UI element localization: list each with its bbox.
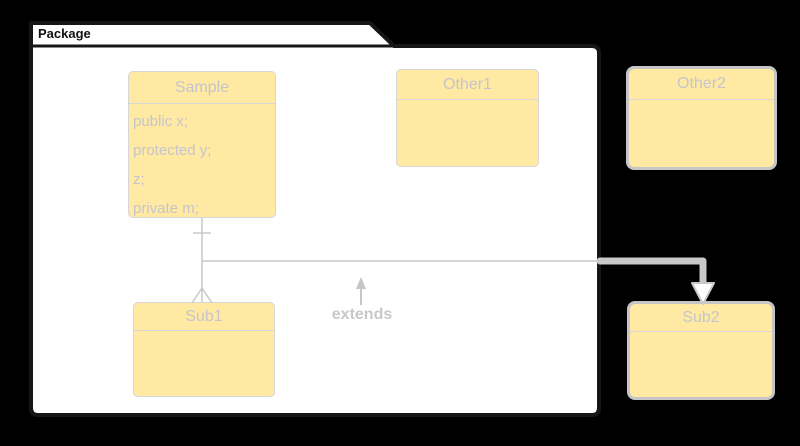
class-title-sub2: Sub2 xyxy=(630,304,772,332)
class-title-sub1: Sub1 xyxy=(134,303,274,331)
attribute-line: public x; xyxy=(133,113,189,130)
attribute-line: private m; xyxy=(133,200,199,217)
class-node-other1[interactable]: Other1 xyxy=(396,69,539,167)
edge-label-extends[interactable]: extends xyxy=(331,306,393,323)
attribute-line: z; xyxy=(133,171,145,188)
class-attributes-sample: public x; protected y; z; private m; xyxy=(129,104,275,217)
class-title-other2: Other2 xyxy=(629,69,774,100)
class-node-other2[interactable]: Other2 xyxy=(626,66,777,170)
attribute-line: protected y; xyxy=(133,142,212,159)
class-node-sample[interactable]: Sample public x; protected y; z; private… xyxy=(128,71,276,218)
class-node-sub2[interactable]: Sub2 xyxy=(627,301,775,400)
class-title-other1: Other1 xyxy=(397,70,538,100)
class-node-sub1[interactable]: Sub1 xyxy=(133,302,275,397)
package-title: Package xyxy=(38,26,91,41)
class-title-sample: Sample xyxy=(129,72,275,104)
